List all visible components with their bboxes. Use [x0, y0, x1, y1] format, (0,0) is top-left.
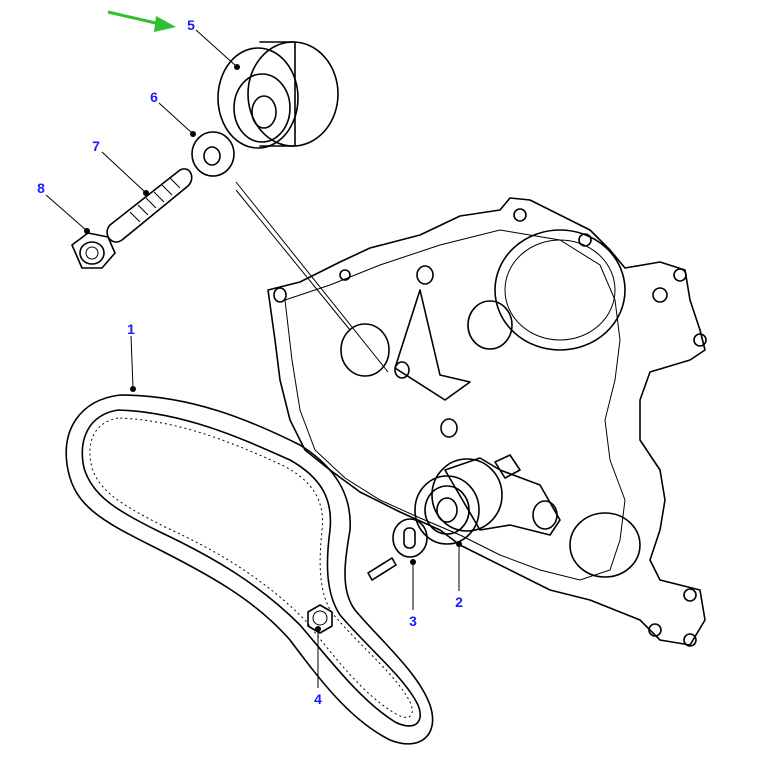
timing-cover — [267, 197, 707, 647]
green-arrow-icon — [107, 10, 176, 32]
washer — [191, 131, 235, 177]
callout-7[interactable]: 7 — [92, 138, 100, 154]
tensioner-idler — [414, 457, 561, 545]
stud-and-nut — [307, 557, 397, 634]
callout-1[interactable]: 1 — [127, 321, 135, 337]
slotted-washer — [392, 518, 428, 558]
callout-6[interactable]: 6 — [150, 89, 158, 105]
leader-lines — [45, 29, 462, 688]
callout-4[interactable]: 4 — [314, 691, 322, 707]
idler-pulley — [217, 41, 339, 149]
callout-2[interactable]: 2 — [455, 594, 463, 610]
callout-5[interactable]: 5 — [187, 17, 195, 33]
timing-belt — [65, 394, 434, 745]
threaded-stud — [106, 168, 193, 243]
callout-3[interactable]: 3 — [409, 613, 417, 629]
flange-nut — [71, 232, 116, 269]
callout-8[interactable]: 8 — [37, 180, 45, 196]
